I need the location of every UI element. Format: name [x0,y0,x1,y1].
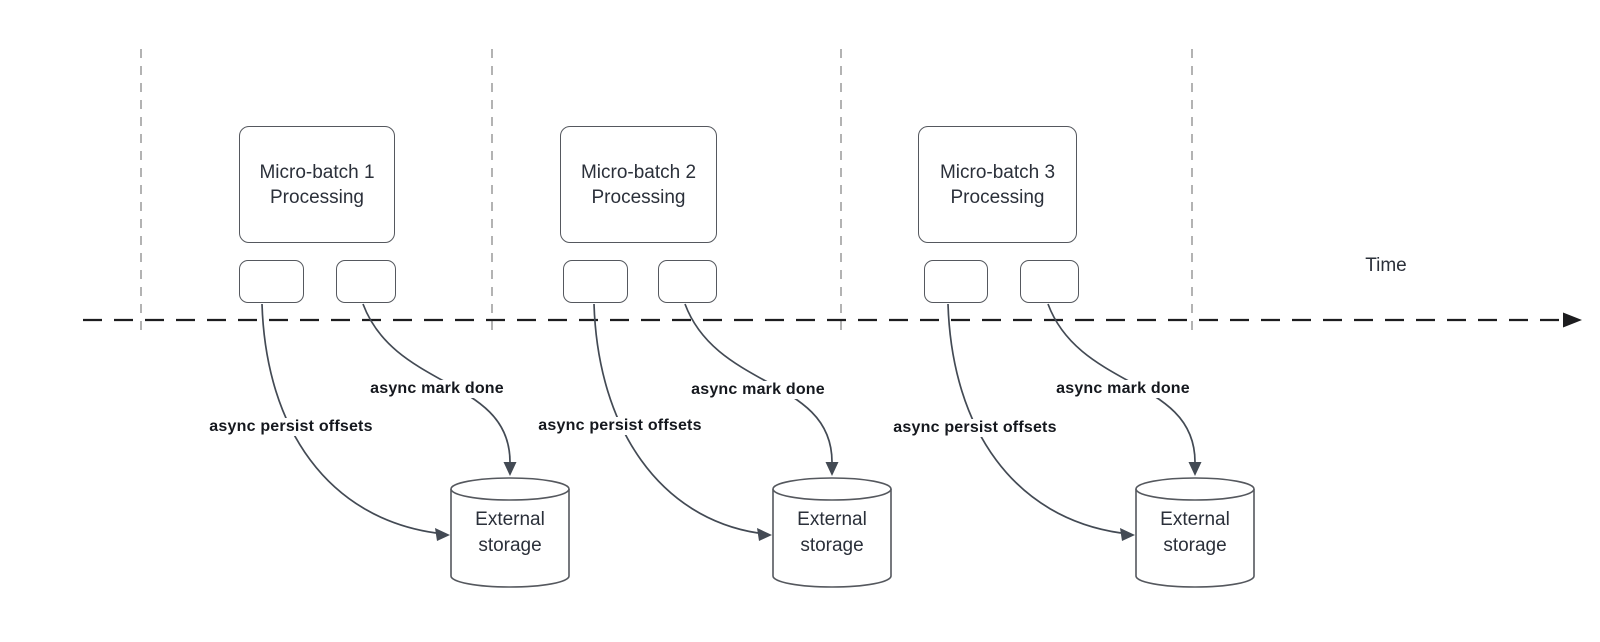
micro-batch-3-box: Micro-batch 3 Processing [918,126,1077,243]
external-storage-label-2-line2: storage [800,535,864,556]
done-task-box-2 [658,260,717,303]
persist-offsets-arrow-3 [947,303,1122,534]
external-storage-label-3-line1: External [1160,509,1230,530]
external-storage-cylinder-2 [772,489,892,588]
micro-batch-1-box: Micro-batch 1 Processing [239,126,395,243]
persist-offsets-label-1: async persist offsets [206,418,376,436]
external-storage-label-3-line2: storage [1163,535,1227,556]
micro-batch-1-title-line2: Processing [270,186,364,208]
done-task-box-3 [1020,260,1079,303]
external-storage-cylinder-3-top [1135,477,1255,501]
persist-offsets-label-2: async persist offsets [535,417,705,435]
mark-done-label-2: async mark done [688,381,828,399]
external-storage-cylinder-1-top [450,477,570,501]
persist-offsets-arrowhead-1-icon [435,528,450,541]
persist-offsets-arrow-1 [261,303,437,534]
offset-task-box-2 [563,260,628,303]
external-storage-label-3: External storage [1136,507,1254,559]
persist-offsets-label-3: async persist offsets [890,419,1060,437]
external-storage-label-2-line1: External [797,509,867,530]
external-storage-cylinder-1 [450,489,570,588]
external-storage-label-1: External storage [451,507,569,559]
micro-batch-2-title-line1: Micro-batch 2 [580,161,697,183]
micro-batch-1-title-line1: Micro-batch 1 [259,161,375,183]
external-storage-label-2: External storage [773,507,891,559]
micro-batch-2-title-line2: Processing [591,186,686,208]
external-storage-cylinder-3 [1135,489,1255,588]
offset-task-box-3 [924,260,988,303]
micro-batch-3-title-line1: Micro-batch 3 [939,161,1056,183]
mark-done-arrowhead-2-icon [825,462,839,476]
micro-batch-2-box: Micro-batch 2 Processing [560,126,717,243]
persist-offsets-arrowhead-3-icon [1120,528,1135,541]
micro-batch-3-title-line2: Processing [950,186,1045,208]
external-storage-cylinder-2-top [772,477,892,501]
persist-offsets-arrow-2 [593,303,759,534]
time-label: Time [1365,255,1407,276]
mark-done-arrowhead-3-icon [1188,462,1202,476]
mark-done-arrowhead-1-icon [503,462,517,476]
mark-done-label-1: async mark done [367,380,507,398]
external-storage-label-1-line1: External [475,509,545,530]
time-axis-arrowhead-icon [1563,312,1582,328]
offset-task-box-1 [239,260,304,303]
done-task-box-1 [336,260,396,303]
persist-offsets-arrowhead-2-icon [757,528,772,541]
mark-done-label-3: async mark done [1053,380,1193,398]
external-storage-label-1-line2: storage [478,535,542,556]
